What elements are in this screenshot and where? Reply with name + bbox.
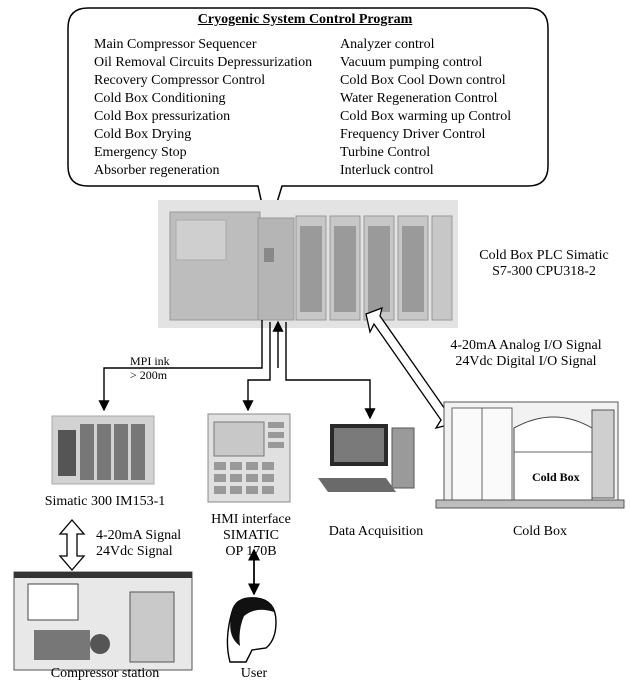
analog-signal-line1: 4-20mA Analog I/O Signal: [450, 338, 602, 353]
left-item: Recovery Compressor Control: [94, 73, 266, 88]
plc-label: Cold Box PLC Simatic S7-300 CPU318-2: [460, 248, 628, 280]
user-label: User: [240, 666, 268, 681]
coldbox-label: Cold Box: [512, 524, 568, 539]
mpi-label-line2: > 200m: [130, 368, 168, 382]
plc-label-line1: Cold Box PLC Simatic: [479, 248, 609, 263]
left-item: Absorber regeneration: [94, 163, 220, 178]
signal-label: 4-20mA Signal 24Vdc Signal: [96, 528, 181, 560]
right-item: Water Regeneration Control: [340, 91, 498, 106]
hmi-line: [242, 322, 271, 412]
left-item: Oil Removal Circuits Depressurization: [94, 55, 313, 70]
im153-image: [51, 415, 155, 485]
left-item: Cold Box Drying: [94, 127, 192, 142]
data-acquisition-label: Data Acquisition: [328, 524, 424, 539]
hmi-label-line3: OP 170B: [225, 544, 277, 559]
coldbox-image: [435, 401, 625, 509]
analog-signal-label: 4-20mA Analog I/O Signal 24Vdc Digital I…: [426, 338, 626, 370]
user-icon: [226, 597, 277, 663]
dataacq-line: [285, 322, 376, 420]
analog-signal-line2: 24Vdc Digital I/O Signal: [455, 354, 597, 369]
hmi-panel-image: [207, 413, 291, 503]
mpi-label-line1: MPI ink: [130, 354, 170, 368]
right-item: Analyzer control: [340, 37, 435, 52]
signal-label-line1: 4-20mA Signal: [96, 528, 182, 543]
right-item: Frequency Driver Control: [340, 127, 486, 142]
mpi-line: [98, 320, 263, 412]
compressor-label: Compressor station: [50, 666, 160, 681]
left-item: Cold Box Conditioning: [94, 91, 226, 106]
right-item: Interluck control: [340, 163, 434, 178]
coldbox-device-label: Cold Box: [532, 470, 580, 484]
hmi-label: HMI interface SIMATIC OP 170B: [196, 512, 306, 560]
left-item: Main Compressor Sequencer: [94, 37, 257, 52]
hmi-label-line1: HMI interface: [211, 512, 291, 527]
right-item: Vacuum pumping control: [340, 55, 483, 70]
im153-label: Simatic 300 IM153-1: [44, 494, 166, 509]
right-item: Turbine Control: [340, 145, 431, 160]
right-item: Cold Box warming up Control: [340, 109, 512, 124]
program-title: Cryogenic System Control Program: [197, 12, 413, 27]
compressor-image: [13, 571, 193, 671]
plc-label-line2: S7-300 CPU318-2: [492, 264, 596, 279]
left-item: Cold Box pressurization: [94, 109, 231, 124]
computer-image: [318, 424, 415, 492]
signal-label-line2: 24Vdc Signal: [96, 544, 173, 559]
mpi-label: MPI ink > 200m: [130, 354, 170, 382]
right-item: Cold Box Cool Down control: [340, 73, 506, 88]
plc-rack-image: [158, 200, 458, 328]
left-item: Emergency Stop: [94, 145, 187, 160]
compressor-double-arrow: [58, 519, 86, 571]
hmi-label-line2: SIMATIC: [222, 528, 279, 543]
